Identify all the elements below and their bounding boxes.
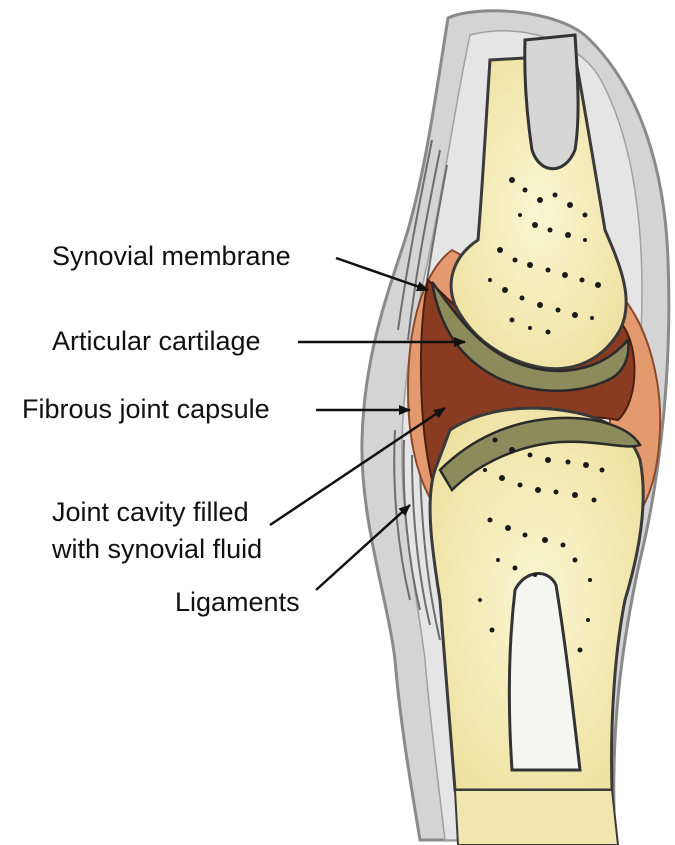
- lower-bone-base: [455, 790, 618, 845]
- label-ligaments: Ligaments: [175, 586, 300, 619]
- label-joint-cavity-line1: Joint cavity filled: [52, 496, 249, 529]
- label-articular-cartilage: Articular cartilage: [52, 325, 261, 358]
- upper-bone-canal: [525, 35, 578, 169]
- label-synovial-membrane: Synovial membrane: [52, 240, 291, 273]
- label-joint-cavity-line2: with synovial fluid: [52, 533, 262, 566]
- label-fibrous-joint-capsule: Fibrous joint capsule: [22, 393, 270, 426]
